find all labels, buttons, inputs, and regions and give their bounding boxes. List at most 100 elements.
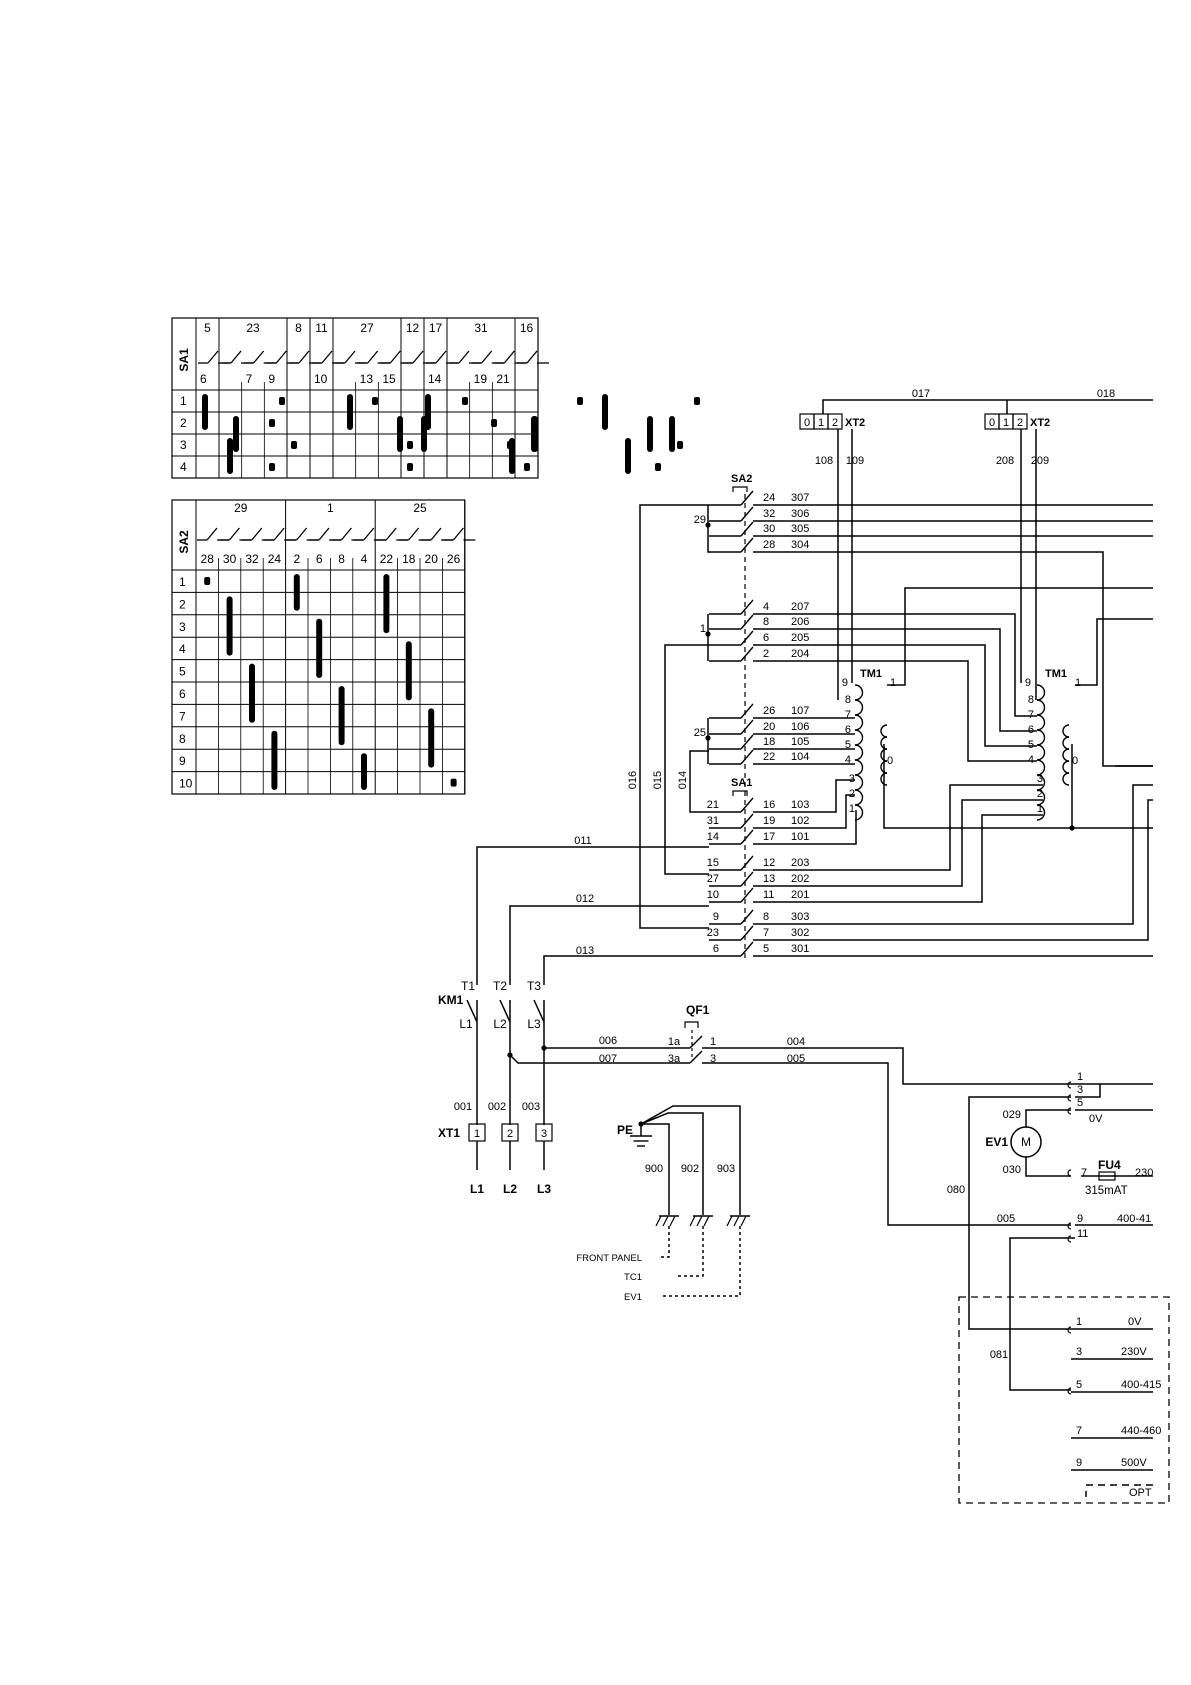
label: 004	[787, 1036, 805, 1048]
tm1-pin: 0	[1072, 755, 1078, 767]
contact-blade	[430, 527, 442, 541]
contact-wire-number: 102	[791, 815, 809, 827]
sa2-row-number: 8	[179, 732, 186, 746]
tm1-primary-loop	[854, 714, 864, 731]
tc1-label: TC1	[624, 1272, 642, 1283]
sa2-row-number: 2	[179, 597, 186, 611]
sa2-pin-bottom: 26	[447, 552, 461, 566]
xt1-terminal-number: 1	[474, 1128, 480, 1140]
tm1-secondary-loop	[880, 772, 888, 786]
contact-blade	[740, 925, 754, 941]
tm1-primary-loop	[1036, 684, 1046, 701]
contact-blade	[452, 527, 464, 541]
sa2-row-number: 1	[179, 575, 186, 589]
sa1-pin-top: 23	[246, 321, 260, 335]
contact-blade	[740, 537, 754, 553]
sa1-pin-top: 16	[520, 321, 534, 335]
option-box	[958, 1296, 1170, 1504]
tm1-pin: 3	[1037, 773, 1043, 785]
sa1-cam-bar	[233, 416, 239, 452]
wire-016	[639, 504, 709, 929]
contact-wire-number: 206	[791, 616, 809, 628]
tm1-pin: 5	[845, 739, 851, 751]
option-pin: 3	[1076, 1346, 1082, 1358]
contact-right-pin: 30	[763, 523, 775, 535]
contact-right-pin: 12	[763, 857, 775, 869]
xt1-terminal	[468, 1123, 486, 1142]
contact-left-pin: 23	[707, 927, 719, 939]
sa2-pin-top: 1	[327, 501, 334, 515]
sa1-pin-bottom: 15	[382, 372, 396, 386]
contact-wire-number: 201	[791, 889, 809, 901]
wire-101	[815, 810, 857, 845]
xt2-terminal	[827, 413, 843, 430]
sa2-cam-bar	[361, 753, 367, 790]
sa2-title: SA2	[177, 530, 191, 554]
contact-blade	[273, 527, 285, 541]
contact-blade	[740, 797, 754, 813]
tm1-pin: 8	[845, 694, 851, 706]
tm1-pin: 0	[887, 755, 893, 767]
xt1-label: XT1	[438, 1126, 460, 1140]
option-pin: 5	[1076, 1379, 1082, 1391]
label: 081	[990, 1349, 1008, 1361]
contact-blade	[340, 527, 352, 541]
tap-connector	[1067, 1169, 1072, 1177]
sa1-row-number: 2	[180, 416, 187, 430]
sa2-pin-bottom: 30	[223, 552, 237, 566]
tm1-pin: 3	[849, 773, 855, 785]
wire-902	[640, 1112, 704, 1215]
label: 900	[645, 1163, 663, 1175]
sa1-pin-top: 31	[474, 321, 488, 335]
sa1-pin-bottom: 14	[428, 372, 442, 386]
contact-left-pin: 27	[707, 873, 719, 885]
contact-wire-number: 207	[791, 601, 809, 613]
wire-103	[815, 779, 855, 813]
xt2-terminal-number: 0	[989, 417, 995, 429]
xt1-terminal	[501, 1123, 519, 1142]
contact-blade	[740, 506, 754, 522]
tm1-primary-loop	[1036, 714, 1046, 731]
tm1-pin: 6	[845, 724, 851, 736]
chassis-ground-hatch	[662, 1215, 669, 1227]
tm1-primary-loop	[1036, 804, 1046, 821]
sa1-cam-dot	[407, 463, 413, 471]
contact-blade	[344, 350, 356, 364]
junction-dot	[705, 631, 711, 637]
sa1-cam-bar	[421, 416, 427, 452]
sa1-cam-bar	[347, 394, 353, 430]
contact-wire-number: 203	[791, 857, 809, 869]
wire-903	[640, 1105, 741, 1215]
label: 1	[710, 1036, 716, 1048]
tm1-pin: 2	[1037, 788, 1043, 800]
label: 003	[522, 1101, 540, 1113]
label: 005	[787, 1053, 805, 1065]
option-voltage: 440-460	[1121, 1425, 1161, 1437]
sa2-pin-top: 29	[234, 501, 248, 515]
label: 005	[997, 1213, 1015, 1225]
tm1-pin: 9	[842, 677, 848, 689]
wire-013	[543, 955, 709, 985]
tap-voltage: 230	[1135, 1167, 1153, 1179]
pe-label: PE	[617, 1123, 633, 1137]
contact-wire-number: 305	[791, 523, 809, 535]
contact-right-pin: 11	[763, 889, 774, 901]
contact-wire-number: 105	[791, 736, 809, 748]
common-bus-29	[707, 505, 710, 553]
tap-connector	[1067, 1387, 1072, 1395]
tap-pin: 3	[1077, 1084, 1083, 1096]
wire-207	[815, 613, 1037, 717]
contact-wire-number: 106	[791, 721, 809, 733]
tm1-secondary-loop	[1062, 724, 1070, 738]
contact-right-pin: 18	[763, 736, 775, 748]
km1-pin: L2	[493, 1017, 507, 1031]
tm1-pin: 1	[849, 803, 855, 815]
wire-206	[815, 628, 1037, 732]
sa2-pin-bottom: 6	[316, 552, 323, 566]
tm1-label: TM1	[1045, 668, 1067, 680]
motor-letter: M	[1021, 1135, 1031, 1149]
wire-205	[815, 644, 1037, 747]
tm1-right-secondary-top	[1075, 618, 1153, 686]
sa1-cam-dot	[577, 397, 583, 405]
km1-pin: L3	[527, 1017, 541, 1031]
